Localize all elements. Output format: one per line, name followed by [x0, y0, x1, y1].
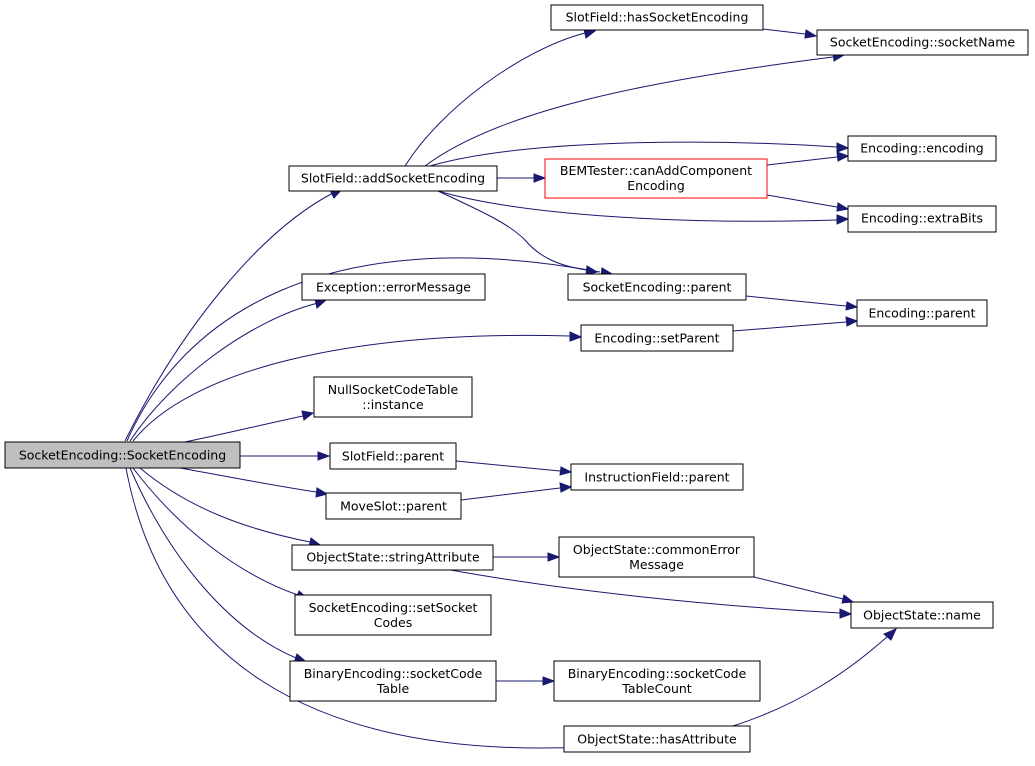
node-label-line: Table [376, 681, 410, 696]
node-moveslot-parent[interactable]: MoveSlot::parent [325, 492, 462, 520]
node-objectstate-name[interactable]: ObjectState::name [850, 601, 994, 629]
node-label-line: Encoding [627, 178, 685, 193]
edge-hasAttr-name [729, 635, 889, 728]
node-socketencoding-socketname[interactable]: SocketEncoding::socketName [816, 29, 1029, 56]
edge-socketParent-encodingParent [745, 295, 847, 307]
node-label-line: ::instance [362, 397, 424, 412]
edge-root-stringAttribute [139, 467, 311, 543]
node-objectstate-hasattribute[interactable]: ObjectState::hasAttribute [563, 725, 751, 753]
arrowhead [542, 676, 556, 686]
arrowhead [559, 482, 573, 493]
node-label-line: SocketEncoding::setSocket [309, 600, 478, 615]
node-slotfield-parent[interactable]: SlotField::parent [329, 442, 457, 470]
arrowhead [836, 142, 850, 153]
node-label-line: Exception::errorMessage [316, 280, 471, 295]
edge-has-socketName [762, 28, 806, 35]
edge-add-socketName [424, 56, 834, 167]
arrowhead [547, 552, 561, 562]
node-label-line: SocketEncoding::SocketEncoding [19, 448, 226, 463]
edge-root-moveSlotParent [179, 467, 317, 493]
node-label-line: ObjectState::commonError [573, 542, 741, 557]
edge-add-hasSocketEncoding [404, 32, 586, 167]
edge-add-extraBits [437, 190, 838, 222]
edge-root-instance [179, 415, 304, 444]
edge-setParent-encodingParent [732, 321, 847, 332]
node-label-line: Codes [374, 615, 413, 630]
node-label-line: ObjectState::stringAttribute [306, 550, 480, 565]
node-label-line: SlotField::parent [342, 449, 444, 464]
node-label-line: SlotField::hasSocketEncoding [566, 10, 749, 25]
node-slotfield-addsocketencoding[interactable]: SlotField::addSocketEncoding [288, 165, 498, 192]
arrowhead [836, 151, 850, 162]
arrowhead [533, 173, 547, 183]
node-instructionfield-parent[interactable]: InstructionField::parent [570, 463, 744, 491]
node-label-line: ObjectState::hasAttribute [577, 732, 737, 747]
edge-add-socketParent [437, 190, 588, 271]
arrowhead [317, 451, 331, 461]
arrowhead [883, 628, 897, 641]
arrowhead [841, 594, 855, 604]
arrowhead [301, 410, 315, 421]
arrowhead [559, 466, 573, 476]
edge-root-setParent [132, 334, 571, 442]
node-label-line: BEMTester::canAddComponent [560, 163, 752, 178]
node-label-line: SocketEncoding::parent [583, 280, 732, 295]
arrowhead [569, 331, 583, 342]
node-label-line: Message [629, 557, 684, 572]
node-nullsocketcodetable-instance[interactable]: NullSocketCodeTable::instance [313, 376, 473, 418]
node-label-line: BinaryEncoding::socketCode [304, 666, 483, 681]
node-label-line: SocketEncoding::socketName [830, 35, 1015, 50]
edge-root-socketCodeTable [129, 467, 297, 659]
edge-commonError-name [749, 575, 844, 600]
arrowhead [836, 214, 850, 225]
node-label-line: Encoding::setParent [594, 331, 719, 346]
arrowhead [845, 301, 859, 311]
arrowhead [315, 487, 329, 498]
node-label-line: MoveSlot::parent [340, 499, 447, 514]
node-encoding-encoding[interactable]: Encoding::encoding [847, 135, 997, 162]
node-label-line: Encoding::parent [868, 306, 975, 321]
edge-move-instruction [460, 487, 561, 501]
arrowhead [804, 29, 818, 39]
node-label-line: BinaryEncoding::socketCode [568, 666, 747, 681]
node-objectstate-stringattribute[interactable]: ObjectState::stringAttribute [291, 544, 494, 571]
edges [124, 28, 897, 752]
node-label-line: Encoding::extraBits [861, 211, 983, 226]
node-encoding-setparent[interactable]: Encoding::setParent [580, 324, 734, 352]
edge-root-setSocketCodes [132, 467, 299, 596]
node-socketencoding-socketencoding[interactable]: SocketEncoding::SocketEncoding [4, 441, 241, 469]
edge-canAdd-extraBits [766, 194, 838, 208]
node-label-line: ObjectState::name [863, 608, 981, 623]
node-exception-errormessage[interactable]: Exception::errorMessage [301, 273, 486, 301]
edge-root-addSocketEncoding [124, 191, 336, 442]
edge-string-name [444, 568, 841, 614]
node-encoding-parent[interactable]: Encoding::parent [856, 299, 988, 327]
node-label-line: TableCount [621, 681, 692, 696]
edge-root-hasAttribute [125, 467, 587, 749]
node-socketencoding-parent[interactable]: SocketEncoding::parent [567, 273, 747, 301]
arrowhead [845, 316, 859, 327]
edge-slot-instruction [455, 460, 561, 472]
node-slotfield-hassocketencoding[interactable]: SlotField::hasSocketEncoding [550, 4, 764, 31]
arrowhead [839, 608, 853, 619]
node-label-line: NullSocketCodeTable [328, 382, 459, 397]
edge-root-errorMessage [129, 302, 319, 442]
edge-canAdd-encoding [766, 156, 838, 166]
arrowhead [836, 202, 850, 212]
node-label-line: SlotField::addSocketEncoding [301, 171, 485, 186]
edge-add-encoding [429, 141, 838, 167]
node-label-line: Encoding::encoding [860, 141, 983, 156]
node-encoding-extrabits[interactable]: Encoding::extraBits [847, 205, 997, 233]
nodes: SocketEncoding::SocketEncoding SlotField… [4, 4, 1029, 753]
node-label-line: InstructionField::parent [584, 470, 729, 485]
edge-root-socketParent [126, 257, 601, 442]
